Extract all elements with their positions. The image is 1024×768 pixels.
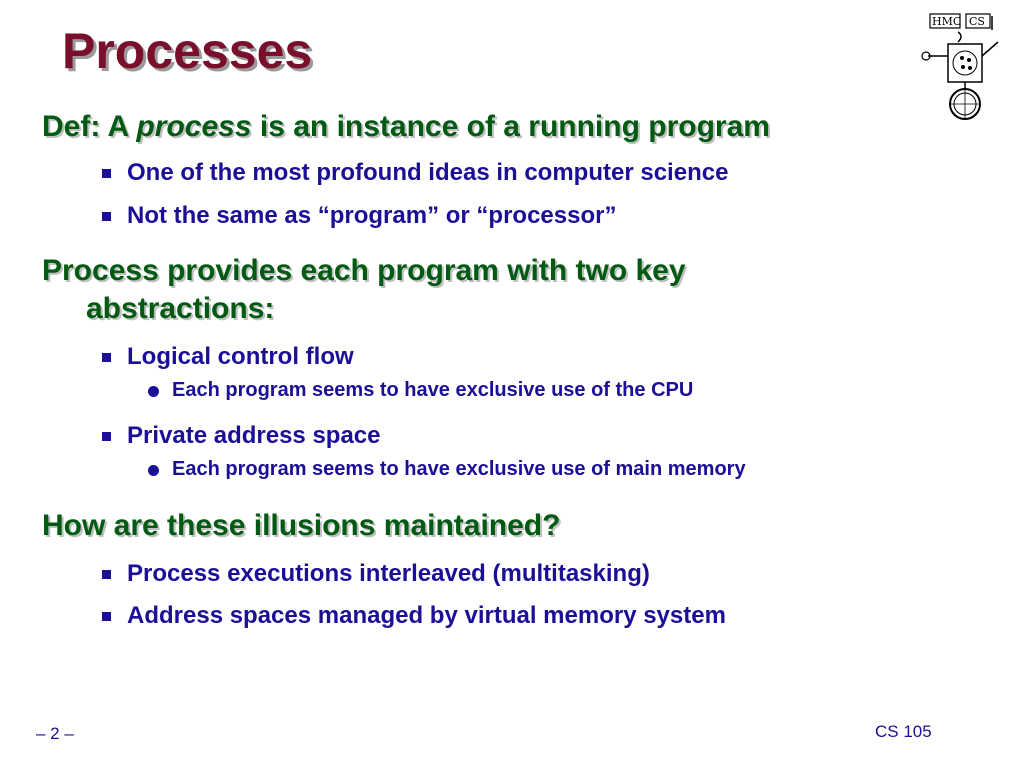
sub-bullet-dot-icon	[148, 386, 159, 397]
bullet-square-icon	[102, 570, 111, 579]
hmc-cs-robot-logo-icon: HMC CS	[921, 13, 999, 120]
bullet-square-icon	[102, 169, 111, 178]
section-heading-abstractions: Process provides each program with two k…	[42, 254, 686, 287]
course-label: CS 105	[875, 722, 932, 741]
bullet-square-icon	[102, 612, 111, 621]
bullet-square-icon	[102, 353, 111, 362]
logo-text-right: CS	[969, 15, 985, 28]
bullet-item: Logical control flow	[127, 343, 354, 370]
bullet-item: Not the same as “program” or “processor”	[127, 202, 617, 229]
bullet-item: Process executions interleaved (multitas…	[127, 560, 650, 587]
bullet-square-icon	[102, 212, 111, 221]
sub-bullet-dot-icon	[148, 465, 159, 476]
section-heading-definition: Def: A process is an instance of a runni…	[42, 110, 770, 143]
sub-bullet-item: Each program seems to have exclusive use…	[172, 379, 694, 401]
logo-text-left: HMC	[932, 15, 961, 28]
section-heading-abstractions-continued: abstractions:	[86, 292, 275, 325]
page-number: – 2 –	[36, 724, 74, 743]
bullet-item: One of the most profound ideas in comput…	[127, 159, 729, 186]
slide-title: Processes	[62, 23, 313, 79]
bullet-item: Address spaces managed by virtual memory…	[127, 602, 726, 629]
sub-bullet-item: Each program seems to have exclusive use…	[172, 458, 746, 480]
section-heading-illusions: How are these illusions maintained?	[42, 509, 561, 542]
bullet-square-icon	[102, 432, 111, 441]
bullet-item: Private address space	[127, 422, 381, 449]
